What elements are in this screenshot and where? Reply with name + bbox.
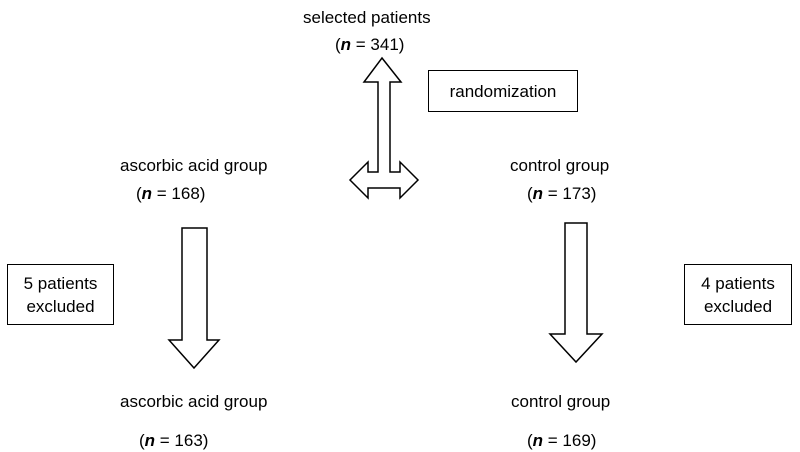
randomization-label: randomization — [449, 81, 557, 101]
ascorbic-acid-group-final-count: (n = 163) — [139, 431, 209, 450]
control-group-final-label: control group — [511, 392, 611, 411]
ascorbic-acid-group-label: ascorbic acid group — [120, 156, 268, 175]
ascorbic-acid-group-final-label: ascorbic acid group — [120, 392, 268, 411]
right-excluded-box: 4 patients excluded — [684, 264, 792, 325]
left-excluded-box: 5 patients excluded — [7, 264, 114, 325]
right-exclusion-arrow — [548, 222, 604, 364]
selected-patients-count: (n = 341) — [335, 35, 405, 54]
ascorbic-acid-group-count: (n = 168) — [136, 184, 206, 203]
randomization-split-arrow — [348, 56, 420, 200]
randomization-box: randomization — [428, 70, 578, 112]
control-group-label: control group — [510, 156, 610, 175]
left-exclusion-arrow — [167, 227, 221, 370]
left-excluded-line1: 5 patients — [23, 273, 98, 293]
control-group-count: (n = 173) — [527, 184, 597, 203]
right-excluded-line2: excluded — [703, 296, 773, 316]
control-group-final-count: (n = 169) — [527, 431, 597, 450]
right-excluded-line1: 4 patients — [701, 273, 775, 293]
selected-patients-label: selected patients — [303, 8, 431, 27]
left-excluded-line2: excluded — [26, 296, 95, 316]
